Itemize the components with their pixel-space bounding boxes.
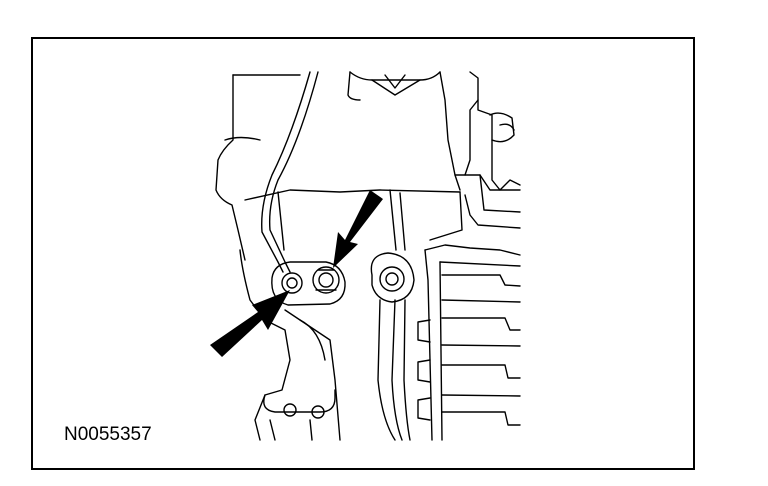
callout-arrow-upper <box>333 190 383 268</box>
right-housing <box>454 71 521 229</box>
right-boss <box>370 252 415 441</box>
figure-frame <box>31 37 695 470</box>
callout-arrow-lower <box>210 290 290 357</box>
figure-code: N0055357 <box>64 424 152 445</box>
lower-block <box>239 249 341 441</box>
right-gear-block <box>417 244 521 441</box>
flange-edge <box>244 189 463 251</box>
upper-housing <box>215 71 461 261</box>
fluid-tube <box>261 71 319 273</box>
